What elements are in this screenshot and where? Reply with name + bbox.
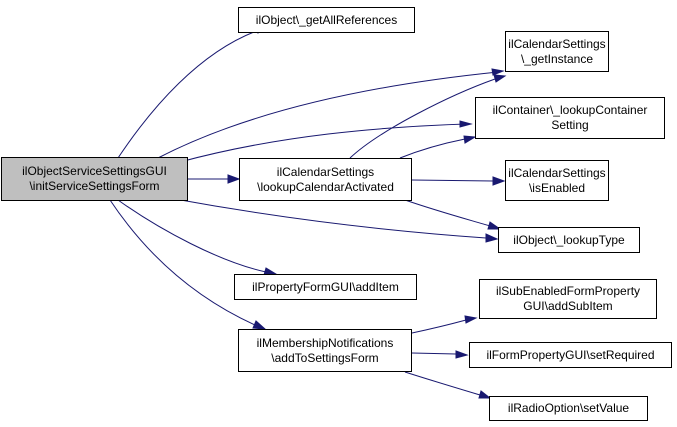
edge-root-addtosettingsform bbox=[109, 199, 256, 326]
node-set-required[interactable]: ilFormPropertyGUI\setRequired bbox=[469, 342, 672, 368]
edge-root-getinstance bbox=[157, 71, 499, 159]
node-is-enabled-line1: ilCalendarSettings bbox=[508, 165, 606, 180]
edge-root-additem bbox=[117, 199, 267, 273]
node-root-line1: ilObjectServiceSettingsGUI bbox=[22, 164, 167, 178]
node-add-to-settings-form-line1: ilMembershipNotifications bbox=[256, 335, 394, 350]
edge-calendar-lookupcontainer bbox=[399, 138, 466, 159]
node-get-instance-line2: \_getInstance bbox=[520, 51, 594, 66]
edge-arrow-calendar-lookupcontainer bbox=[463, 135, 477, 144]
edge-arrow-calendar-getinstance bbox=[493, 74, 507, 83]
node-add-item-label: ilPropertyFormGUI\addItem bbox=[252, 279, 399, 294]
node-add-sub-item-line2: GUI\addSubItem bbox=[523, 299, 613, 313]
node-lookup-container-setting[interactable]: ilContainer\_lookupContainer Setting bbox=[475, 97, 665, 139]
node-lookup-container-setting-line1: ilContainer\_lookupContainer bbox=[492, 103, 648, 117]
edge-arrow-lookupcontainer bbox=[459, 120, 473, 128]
node-lookup-type[interactable]: ilObject\_lookupType bbox=[498, 227, 640, 253]
edge-arrow-calendar-lookuptype bbox=[487, 221, 502, 230]
edge-arrow-settings-addsubitem bbox=[464, 315, 478, 324]
node-set-value-label: ilRadioOption\setValue bbox=[507, 401, 630, 415]
node-lookup-calendar-activated-line1: ilCalendarSettings bbox=[276, 164, 375, 179]
node-is-enabled-line2: \isEnabled bbox=[528, 180, 586, 195]
node-is-enabled[interactable]: ilCalendarSettings \isEnabled bbox=[505, 160, 609, 201]
node-add-to-settings-form-line2: \addToSettingsForm bbox=[271, 350, 379, 365]
edge-settings-setvalue bbox=[404, 371, 481, 396]
edge-arrow-settings-setvalue bbox=[478, 390, 492, 399]
edge-arrow-getinstance bbox=[491, 68, 505, 76]
edge-settings-setrequired bbox=[411, 352, 457, 355]
node-get-instance-line1: ilCalendarSettings bbox=[508, 36, 606, 51]
edge-calendar-lookuptype bbox=[404, 199, 491, 227]
edge-calendar-getinstance bbox=[349, 78, 496, 159]
edge-arrow-settings-setrequired bbox=[455, 350, 469, 359]
node-get-instance[interactable]: ilCalendarSettings \_getInstance bbox=[505, 31, 609, 72]
edge-root-lookuptype bbox=[174, 198, 487, 239]
node-set-required-label: ilFormPropertyGUI\setRequired bbox=[486, 347, 655, 362]
edge-root-getallreferences bbox=[117, 28, 263, 159]
edge-arrow-lookupcalendaractivated bbox=[227, 174, 241, 184]
node-lookup-calendar-activated[interactable]: ilCalendarSettings \lookupCalendarActiva… bbox=[239, 158, 412, 201]
node-lookup-container-setting-line2: Setting bbox=[551, 118, 589, 132]
edge-arrow-calendar-isenabled bbox=[492, 176, 506, 186]
node-add-sub-item[interactable]: ilSubEnabledFormProperty GUI\addSubItem bbox=[479, 279, 657, 319]
node-add-sub-item-line1: ilSubEnabledFormProperty bbox=[495, 284, 641, 298]
node-root: ilObjectServiceSettingsGUI \initServiceS… bbox=[1, 157, 188, 201]
node-get-all-references[interactable]: ilObject\_getAllReferences bbox=[238, 7, 415, 33]
edge-settings-addsubitem bbox=[411, 319, 467, 334]
edge-root-lookupcontainer bbox=[179, 123, 467, 163]
node-lookup-type-label: ilObject\_lookupType bbox=[513, 232, 625, 247]
edge-arrow-addtosettingsform bbox=[252, 320, 267, 330]
edge-arrow-lookuptype bbox=[485, 233, 499, 243]
node-add-item[interactable]: ilPropertyFormGUI\addItem bbox=[234, 274, 417, 300]
edge-calendar-isenabled bbox=[411, 179, 494, 182]
node-get-all-references-label: ilObject\_getAllReferences bbox=[255, 12, 398, 27]
node-add-to-settings-form[interactable]: ilMembershipNotifications \addToSettings… bbox=[238, 329, 412, 372]
node-set-value[interactable]: ilRadioOption\setValue bbox=[489, 396, 648, 421]
node-lookup-calendar-activated-line2: \lookupCalendarActivated bbox=[257, 179, 394, 194]
node-root-line2: \initServiceSettingsForm bbox=[29, 179, 160, 193]
